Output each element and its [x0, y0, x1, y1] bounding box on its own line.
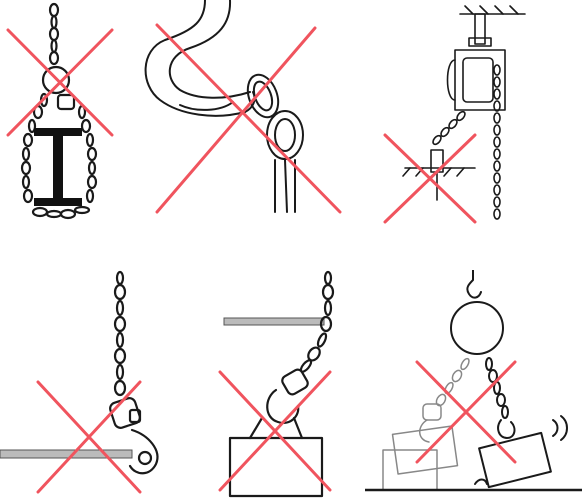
prohibited-cross [157, 25, 340, 212]
prohibited-cross [38, 382, 140, 492]
panel-chain-wrapped-around-i-beam [0, 0, 125, 230]
hook-striking-beam-illustration [0, 270, 185, 498]
chain-wrap-illustration [0, 0, 125, 230]
panel-side-pull-load-under-beam [210, 270, 360, 498]
panel-chain-on-hook-tip [135, 0, 350, 225]
hook-tip-illustration [135, 0, 350, 225]
panel-hoist-side-pull-anchor [365, 0, 582, 232]
prohibited-cross [417, 362, 515, 462]
panel-swinging-load-collision [365, 270, 582, 498]
prohibited-cross [8, 30, 112, 135]
side-pull-load-illustration [210, 270, 360, 498]
swinging-load-illustration [365, 270, 582, 498]
hoist-side-pull-illustration [365, 0, 582, 232]
prohibited-cross [385, 135, 475, 222]
panel-hook-striking-beam [0, 270, 185, 498]
